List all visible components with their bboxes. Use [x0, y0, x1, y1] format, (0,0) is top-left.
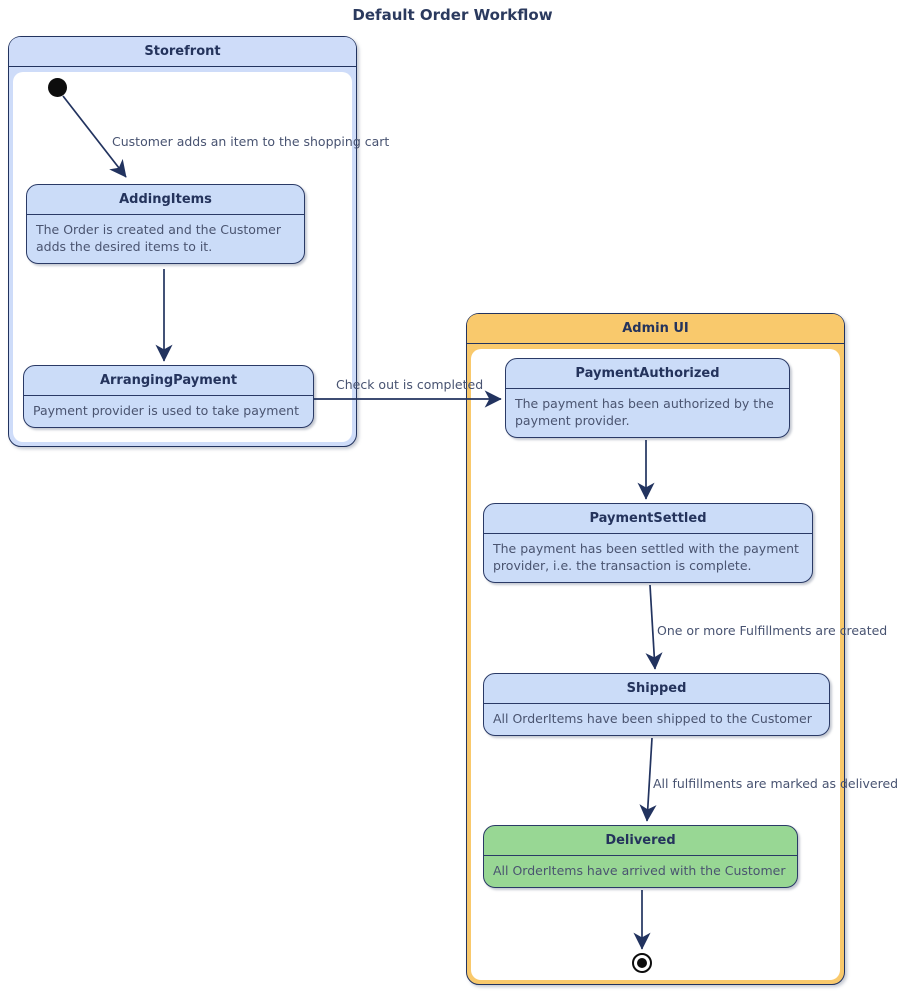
state-arranging-payment: ArrangingPayment Payment provider is use… — [23, 365, 314, 428]
initial-state-marker — [48, 78, 67, 97]
final-state-inner-dot — [637, 958, 647, 968]
state-adding-items: AddingItems The Order is created and the… — [26, 184, 305, 264]
final-state-marker — [632, 953, 652, 973]
state-adding-items-description: The Order is created and the Customer ad… — [36, 222, 281, 254]
transition-label-fulfillments-created: One or more Fulfillments are created — [657, 623, 888, 638]
state-shipped: Shipped All OrderItems have been shipped… — [483, 673, 830, 736]
state-shipped-description: All OrderItems have been shipped to the … — [493, 711, 812, 726]
container-storefront-header: Storefront — [9, 37, 356, 67]
state-shipped-title: Shipped — [484, 674, 829, 704]
transition-label-add-to-cart: Customer adds an item to the shopping ca… — [112, 134, 390, 149]
container-admin-ui-header: Admin UI — [467, 314, 844, 344]
transition-label-marked-as-delivered: All fulfillments are marked as delivered — [653, 776, 899, 791]
state-adding-items-title: AddingItems — [27, 185, 304, 215]
state-payment-settled-title: PaymentSettled — [484, 504, 812, 534]
state-payment-settled: PaymentSettled The payment has been sett… — [483, 503, 813, 583]
container-storefront-label: Storefront — [144, 44, 221, 59]
state-arranging-payment-description: Payment provider is used to take payment — [33, 403, 299, 418]
state-delivered-title: Delivered — [484, 826, 797, 856]
container-admin-ui-label: Admin UI — [622, 321, 689, 336]
state-payment-authorized-title: PaymentAuthorized — [506, 359, 789, 389]
state-payment-authorized: PaymentAuthorized The payment has been a… — [505, 358, 790, 438]
state-payment-authorized-description: The payment has been authorized by the p… — [515, 396, 774, 428]
transition-label-checkout-completed: Check out is completed — [336, 377, 484, 392]
state-payment-settled-description: The payment has been settled with the pa… — [493, 541, 799, 573]
state-delivered: Delivered All OrderItems have arrived wi… — [483, 825, 798, 888]
state-arranging-payment-title: ArrangingPayment — [24, 366, 313, 396]
diagram-title: Default Order Workflow — [352, 6, 553, 24]
state-delivered-description: All OrderItems have arrived with the Cus… — [493, 863, 786, 878]
